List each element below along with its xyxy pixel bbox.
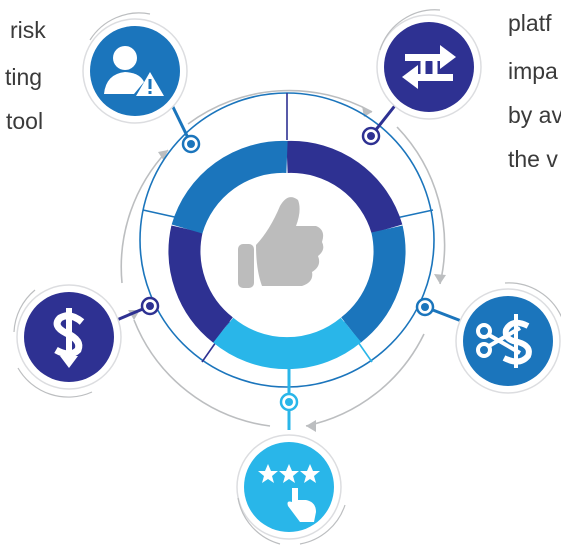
left-text-line-2: ting: [5, 64, 43, 90]
dollar-down-icon: [53, 308, 85, 368]
junction-dots: [140, 126, 435, 412]
outer-arcs: [120, 89, 446, 427]
node-risk: [82, 12, 188, 124]
donut-segment-navy-left: [168, 225, 234, 343]
left-text-line-3: tool: [6, 108, 44, 134]
right-text-line-2: impa: [508, 58, 558, 84]
donut-segment-navy-top: [286, 140, 403, 234]
thumbs-up-icon: [238, 197, 324, 288]
donut-segment-blue-right: [340, 225, 406, 343]
node-money: [13, 284, 122, 398]
right-text-line-4: the v: [508, 146, 558, 172]
node-exchange: [376, 9, 482, 120]
node-cost-cut: [455, 282, 561, 394]
node-rating: [236, 434, 346, 545]
stars-click-icon: [258, 464, 320, 522]
exchange-arrows-icon: [402, 45, 456, 89]
donut-ring: [168, 140, 406, 370]
donut-segment-sky-bottom: [212, 317, 362, 370]
right-text-line-3: by av: [508, 102, 561, 128]
user-warning-icon: [104, 46, 164, 96]
left-text-line-1: risk: [10, 17, 46, 43]
right-text-line-1: platf: [508, 10, 552, 36]
donut-segment-blue-topleft: [171, 140, 288, 234]
scissors-dollar-icon: [476, 314, 532, 368]
